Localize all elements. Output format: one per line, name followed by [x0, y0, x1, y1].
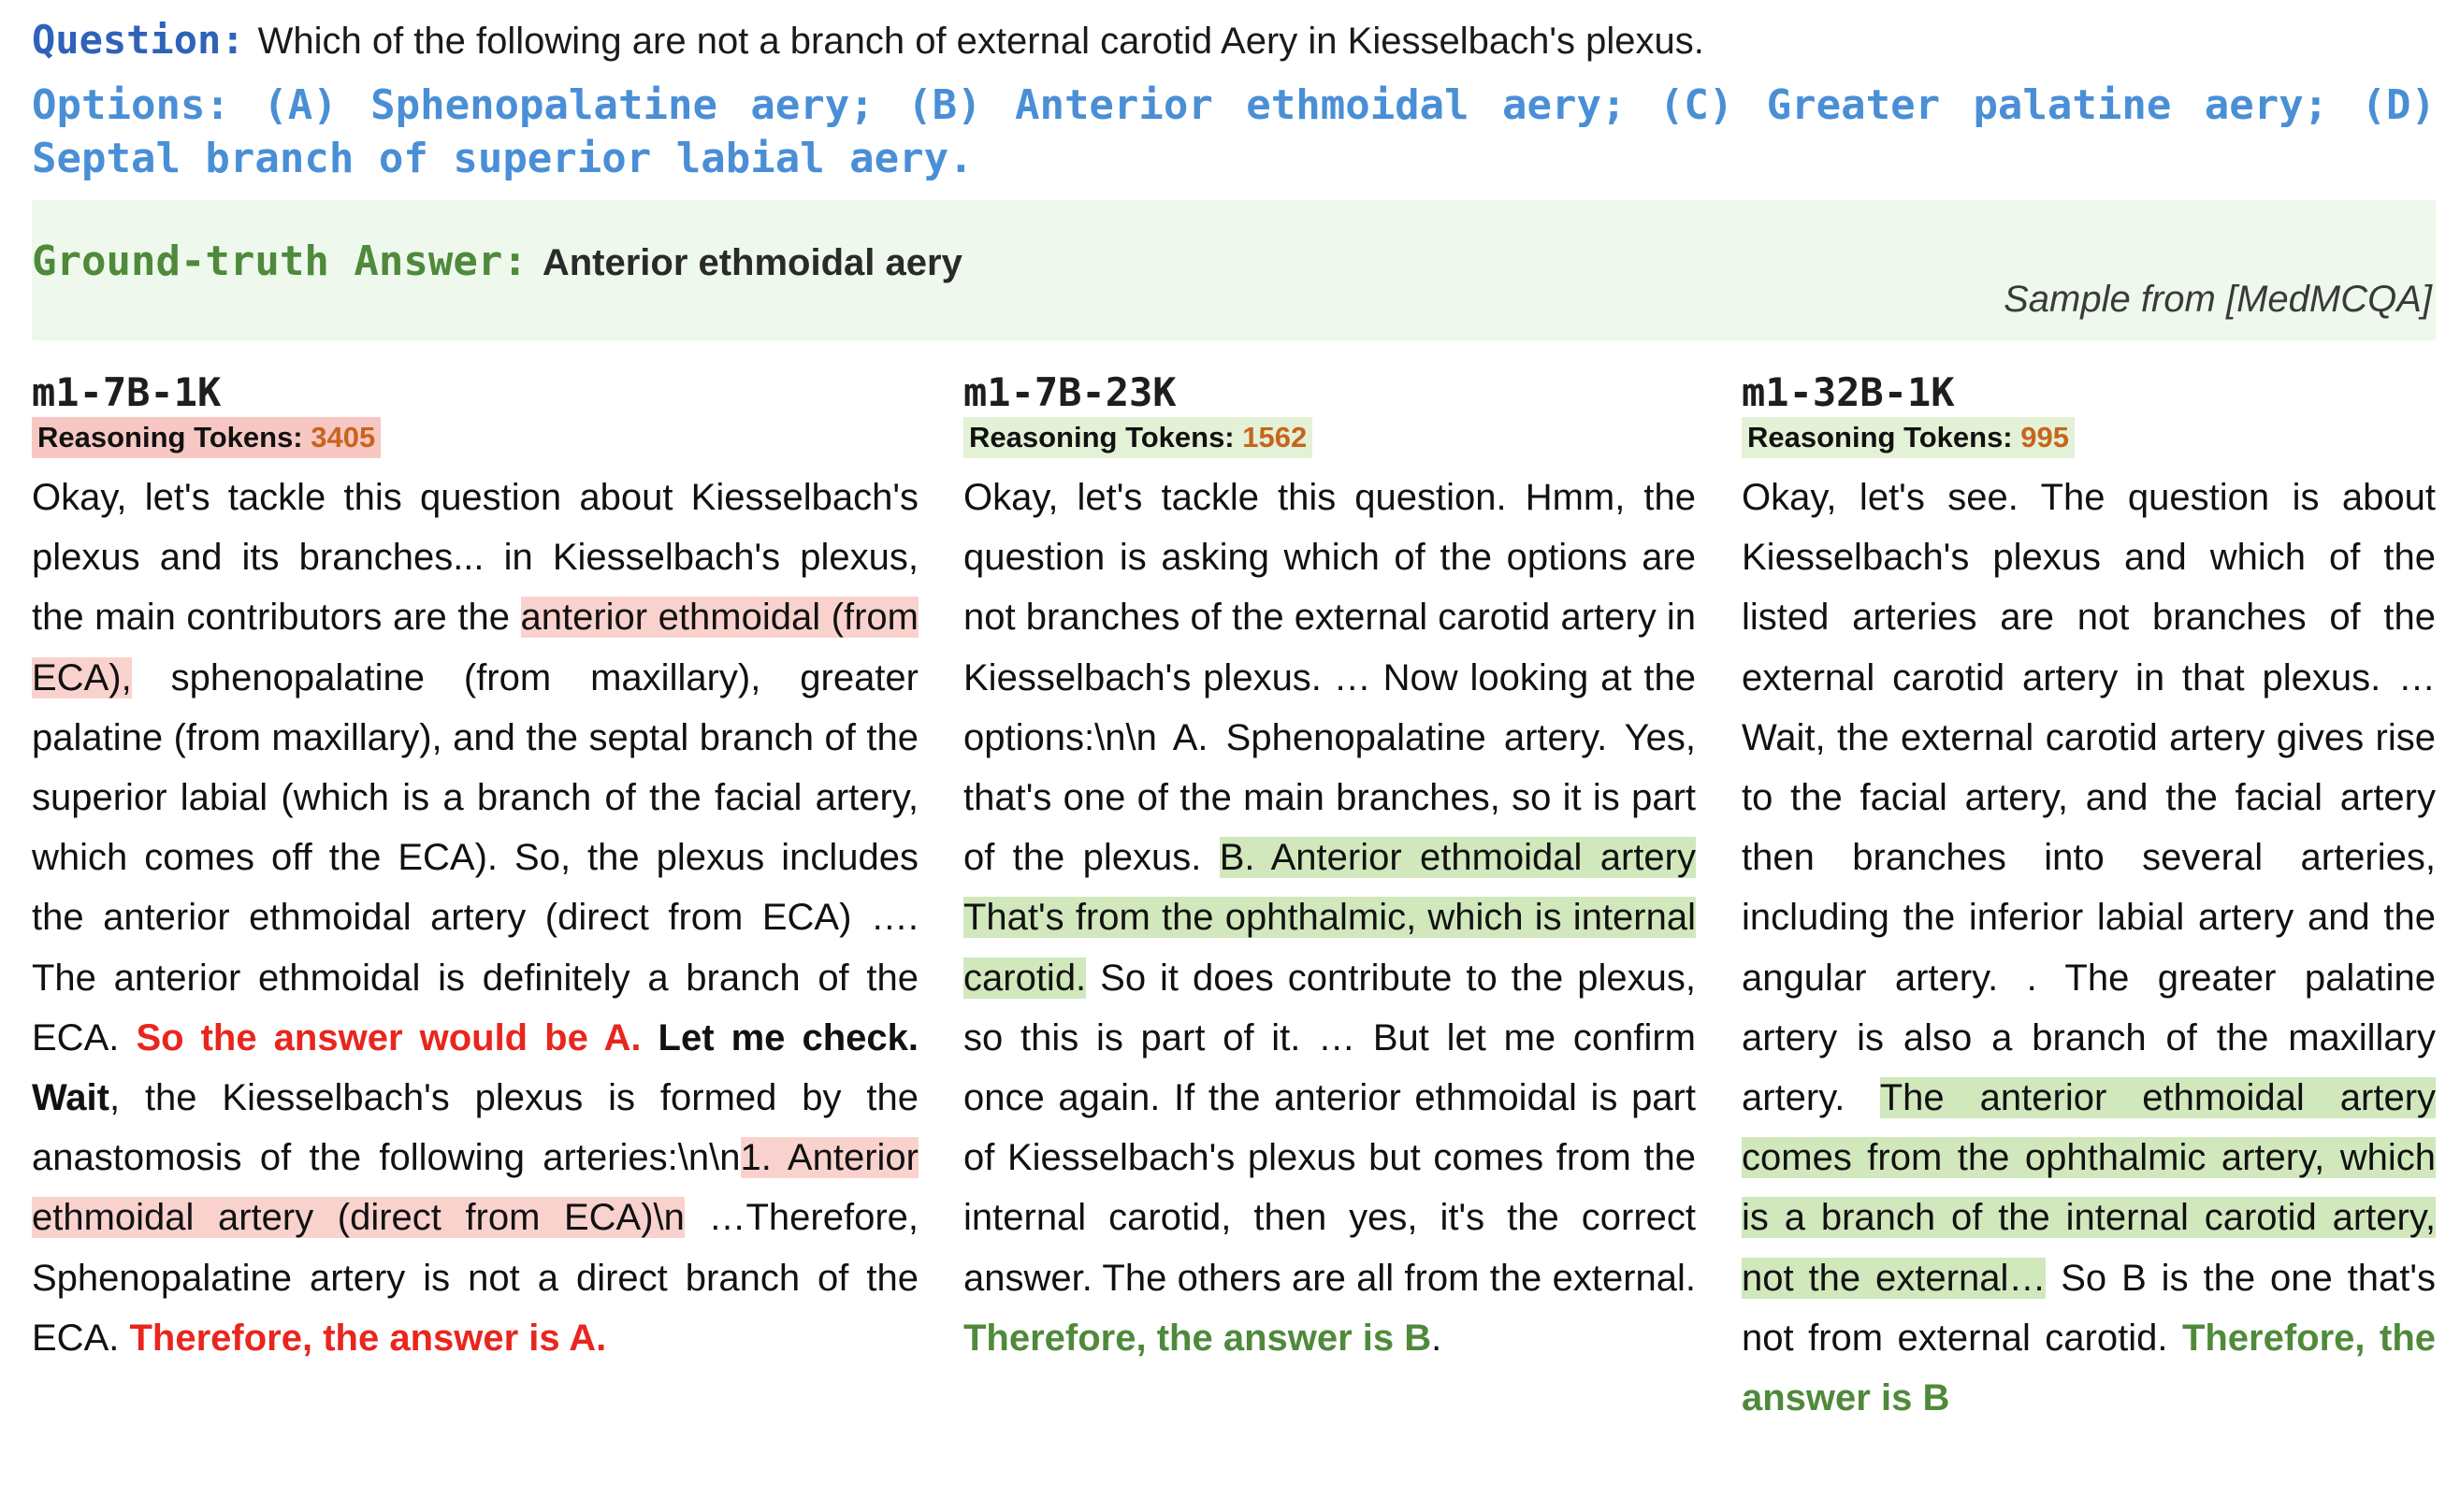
- reasoning-tokens-badge: Reasoning Tokens: 995: [1742, 417, 2075, 458]
- text-segment: [641, 1017, 658, 1058]
- reasoning-tokens-value: 1562: [1242, 421, 1308, 454]
- text-segment: So it does contribute to the plexus, so …: [963, 957, 1696, 1299]
- final-answer-correct: Therefore, the answer is B: [963, 1317, 1432, 1359]
- ground-truth-line: Ground-truth Answer: Anterior ethmoidal a…: [32, 238, 962, 285]
- ground-truth-answer: Anterior ethmoidal aery: [542, 242, 962, 283]
- reasoning-tokens-label: Reasoning Tokens:: [37, 421, 303, 454]
- self-check-text: Let me check. Wait: [32, 1016, 919, 1119]
- model-name: m1-32B-1K: [1742, 369, 1955, 415]
- text-segment: Okay, let's tackle this question about K…: [32, 477, 919, 639]
- final-answer-correct: Therefore, the answer is B: [1742, 1317, 2437, 1419]
- text-segment: , the Kiesselbach's plexus is formed by …: [32, 1077, 919, 1179]
- reasoning-tokens-label: Reasoning Tokens:: [1747, 421, 2013, 454]
- reasoning-text: Okay, let's tackle this question about K…: [32, 468, 919, 1368]
- model-name: m1-7B-23K: [963, 369, 1177, 415]
- text-segment: So B is the one that's not from external…: [1742, 1257, 2436, 1359]
- ground-truth-label: Ground-truth Answer:: [32, 238, 528, 285]
- reasoning-tokens-label: Reasoning Tokens:: [969, 421, 1235, 454]
- response-column-m1-7b-1k: m1-7B-1K Reasoning Tokens: 3405 Okay, le…: [32, 368, 919, 1368]
- final-answer-wrong: Therefore, the answer is A.: [129, 1317, 607, 1359]
- ground-truth-box: Ground-truth Answer: Anterior ethmoidal a…: [32, 200, 2436, 340]
- reasoning-tokens-value: 3405: [311, 421, 376, 454]
- question-label: Question:: [32, 17, 245, 63]
- text-segment: Okay, let's tackle this question. Hmm, t…: [963, 477, 1696, 879]
- sample-source-note: Sample from [MedMCQA]: [2004, 279, 2432, 320]
- text-segment: …Therefore, Sphenopalatine artery is not…: [32, 1197, 919, 1359]
- reasoning-tokens-badge: Reasoning Tokens: 3405: [32, 417, 382, 458]
- reasoning-text: Okay, let's see. The question is about K…: [1742, 468, 2437, 1428]
- reasoning-tokens-value: 995: [2020, 421, 2069, 454]
- text-segment: .: [1431, 1317, 1442, 1359]
- wrong-answer-text: So the answer would be A.: [136, 1016, 642, 1058]
- model-name: m1-7B-1K: [32, 369, 222, 415]
- reasoning-text: Okay, let's tackle this question. Hmm, t…: [963, 468, 1696, 1368]
- text-segment: Okay, let's see. The question is about K…: [1742, 477, 2436, 1119]
- question-text: Which of the following are not a branch …: [257, 21, 1704, 62]
- options-text: Options: (A) Sphenopalatine aery; (B) An…: [32, 81, 2436, 182]
- text-segment: sphenopalatine (from maxillary), greater…: [32, 656, 919, 1058]
- question-line: Question: Which of the following are not …: [32, 17, 2436, 63]
- reasoning-tokens-badge: Reasoning Tokens: 1562: [963, 417, 1313, 458]
- response-column-m1-7b-23k: m1-7B-23K Reasoning Tokens: 1562 Okay, l…: [963, 368, 1696, 1368]
- response-column-m1-32b-1k: m1-32B-1K Reasoning Tokens: 995 Okay, le…: [1742, 368, 2437, 1428]
